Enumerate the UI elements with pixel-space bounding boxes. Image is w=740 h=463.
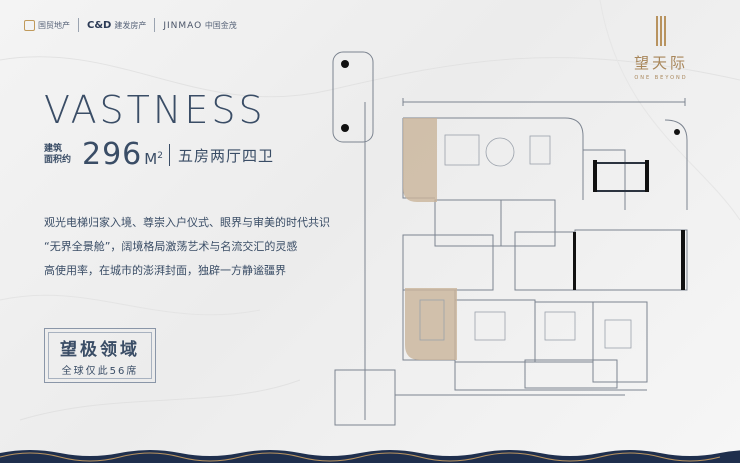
guomao-logo: 国贸地产 — [24, 19, 70, 31]
highlight-zone-top — [403, 118, 437, 202]
project-brand: 望天际 ONE BEYOND — [634, 16, 688, 81]
logo-divider — [78, 18, 79, 32]
jinmao-logo: JINMAO 中国金茂 — [163, 20, 237, 31]
brand-name: 望天际 — [633, 54, 688, 72]
area-divider — [168, 144, 170, 166]
area-label: 建筑 面积约 — [44, 144, 72, 165]
highlight-zone-bottom — [405, 288, 457, 360]
area-value: 296 — [82, 137, 143, 172]
description-line: 高使用率，在城市的澎湃封面，独辟一方静谧疆界 — [44, 264, 286, 277]
brand-name-en: ONE BEYOND — [634, 75, 688, 81]
room-layout: 五房两厅四卫 — [177, 146, 274, 165]
floor-plan — [332, 51, 688, 426]
exclusive-badge: 望极领域 全球仅此56席 — [44, 328, 156, 383]
description: 观光电梯归家入境、尊崇入户仪式、眼界与审美的时代共识 “无界全景舱”，阔境格局激… — [44, 211, 330, 283]
bottom-ornament — [0, 450, 740, 463]
description-line: “无界全景舱”，阔境格局激荡艺术与名流交汇的灵感 — [44, 240, 298, 253]
brand-stripes-icon — [634, 16, 688, 46]
area-unit: M2 — [144, 150, 163, 168]
page-title: VASTNESS — [44, 88, 266, 132]
description-line: 观光电梯归家入境、尊崇入户仪式、眼界与审美的时代共识 — [44, 216, 330, 229]
guomao-logo-icon — [24, 19, 35, 31]
badge-title: 望极领域 — [60, 340, 140, 360]
logo-divider — [154, 18, 156, 32]
badge-subtitle: 全球仅此56席 — [61, 366, 139, 377]
area-row: 建筑 面积约 296 M2 五房两厅四卫 — [44, 140, 274, 170]
